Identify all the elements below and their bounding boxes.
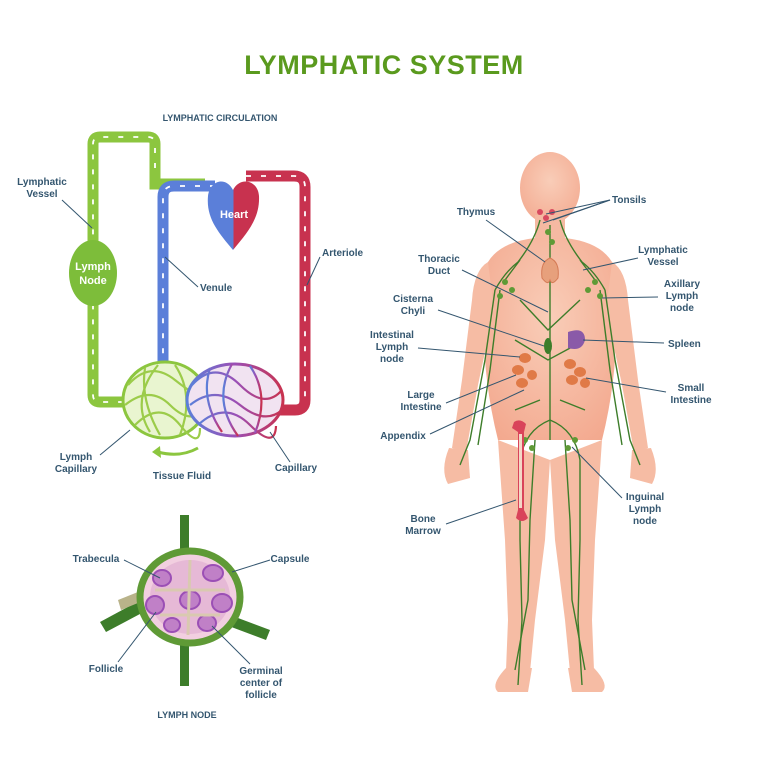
intestines-organ [512,353,590,388]
spleen-leader [582,339,665,344]
small-intestine-label-2: Intestine [670,395,712,406]
intestinal-leader [417,347,521,358]
body-lymph-nodes [497,229,603,451]
germinal-leader [211,625,251,665]
arteriole-flow-arrows [246,175,306,400]
tonsils-label: Tonsils [612,195,647,206]
capsule-label: Capsule [271,554,310,565]
tissue-fluid-label: Tissue Fluid [153,471,211,482]
intestinal-label-3: node [380,354,404,365]
arteriole-loop [246,170,311,416]
bone-marrow-label-2: Marrow [405,526,441,537]
cisterna-chyli-label-1: Cisterna [393,294,433,305]
inguinal-leader [571,446,623,499]
tonsils-leader-1 [545,199,611,215]
axillary-label-2: Lymph [666,291,698,302]
bone-marrow-core [519,434,522,508]
lymph-capillary-label-1: Lymph [60,452,92,463]
trabecula-leader [123,559,161,579]
venule-leader [164,256,199,288]
lymph-capillary-label-2: Capillary [55,464,98,475]
thymus-leader [485,219,546,263]
lymphatic-vessel-body-label-2: Vessel [647,257,678,268]
thoracic-duct-label-2: Duct [428,266,451,277]
lymphatic-vessel-label-2: Vessel [26,189,57,200]
cisterna-chyli-leader [437,309,545,347]
venule-loop [157,180,215,396]
small-intestine-label-1: Small [678,383,705,394]
lymph-node-label-1: Lymph [75,261,111,273]
thoracic-duct-label-1: Thoracic [418,254,460,265]
appendix-label: Appendix [380,431,426,442]
page-title: LYMPHATIC SYSTEM [244,50,524,80]
germinal-label-2: center of [240,678,283,689]
arteriole-label: Arteriole [322,248,364,259]
body-vessel-network [459,219,641,686]
venule-flow-arrows [162,185,215,390]
lymph-node-label-2: Node [79,275,107,287]
heart-label: Heart [220,209,248,221]
inguinal-label-1: Inguinal [626,492,665,503]
capillary-leader [269,431,291,463]
axillary-label-1: Axillary [664,279,701,290]
thymus-organ [541,257,559,284]
lymph-capillary-bed [121,360,209,440]
thoracic-duct-leader [461,269,549,313]
intestinal-label-2: Lymph [376,342,408,353]
circulation-heading: LYMPHATIC CIRCULATION [163,113,278,123]
cisterna-chyli-organ [544,338,552,354]
capillary-label: Capillary [275,463,318,474]
lymph-capillary-leader [99,429,131,456]
appendix-leader [429,389,525,435]
cisterna-chyli-label-2: Chyli [401,306,426,317]
large-intestine-label-2: Intestine [400,402,442,413]
lymph-node-heading: LYMPH NODE [157,710,216,720]
spleen-label: Spleen [668,339,701,350]
large-intestine-label-1: Large [407,390,435,401]
lymph-node-detail [100,515,270,686]
venule-label: Venule [200,283,233,294]
tissue-fluid-arrow [157,446,199,456]
germinal-label-3: follicle [245,690,277,701]
axillary-leader [601,296,659,299]
intestinal-label-1: Intestinal [370,330,414,341]
lymph-node-bulb [69,240,117,306]
bone-marrow-leader [445,499,517,525]
inguinal-label-3: node [633,516,657,527]
lymphatic-vessel-body-leader [582,257,639,271]
spleen-organ [568,330,585,349]
tissue-fluid-arrowhead [152,446,161,458]
germinal-label-1: Germinal [239,666,283,677]
follicle-label: Follicle [89,664,124,675]
trabecula-label: Trabecula [73,554,120,565]
blood-capillary-bed [185,362,285,439]
bone-marrow-label-1: Bone [411,514,436,525]
heart-shape [207,181,260,250]
inguinal-label-2: Lymph [629,504,661,515]
large-intestine-leader [445,374,517,404]
follicle-leader [117,611,157,663]
lymph-vessel-loop [87,131,161,408]
arteriole-leader [306,256,321,286]
small-intestine-leader [585,377,667,393]
thymus-label: Thymus [457,207,496,218]
capsule-leader [231,559,271,573]
tonsils-leader-3 [542,199,611,224]
lymphatic-vessel-leader [61,199,93,229]
axillary-label-3: node [670,303,694,314]
human-body [444,152,656,692]
lymphatic-vessel-body-label-1: Lymphatic [638,245,688,256]
lymphatic-vessel-label-1: Lymphatic [17,177,67,188]
